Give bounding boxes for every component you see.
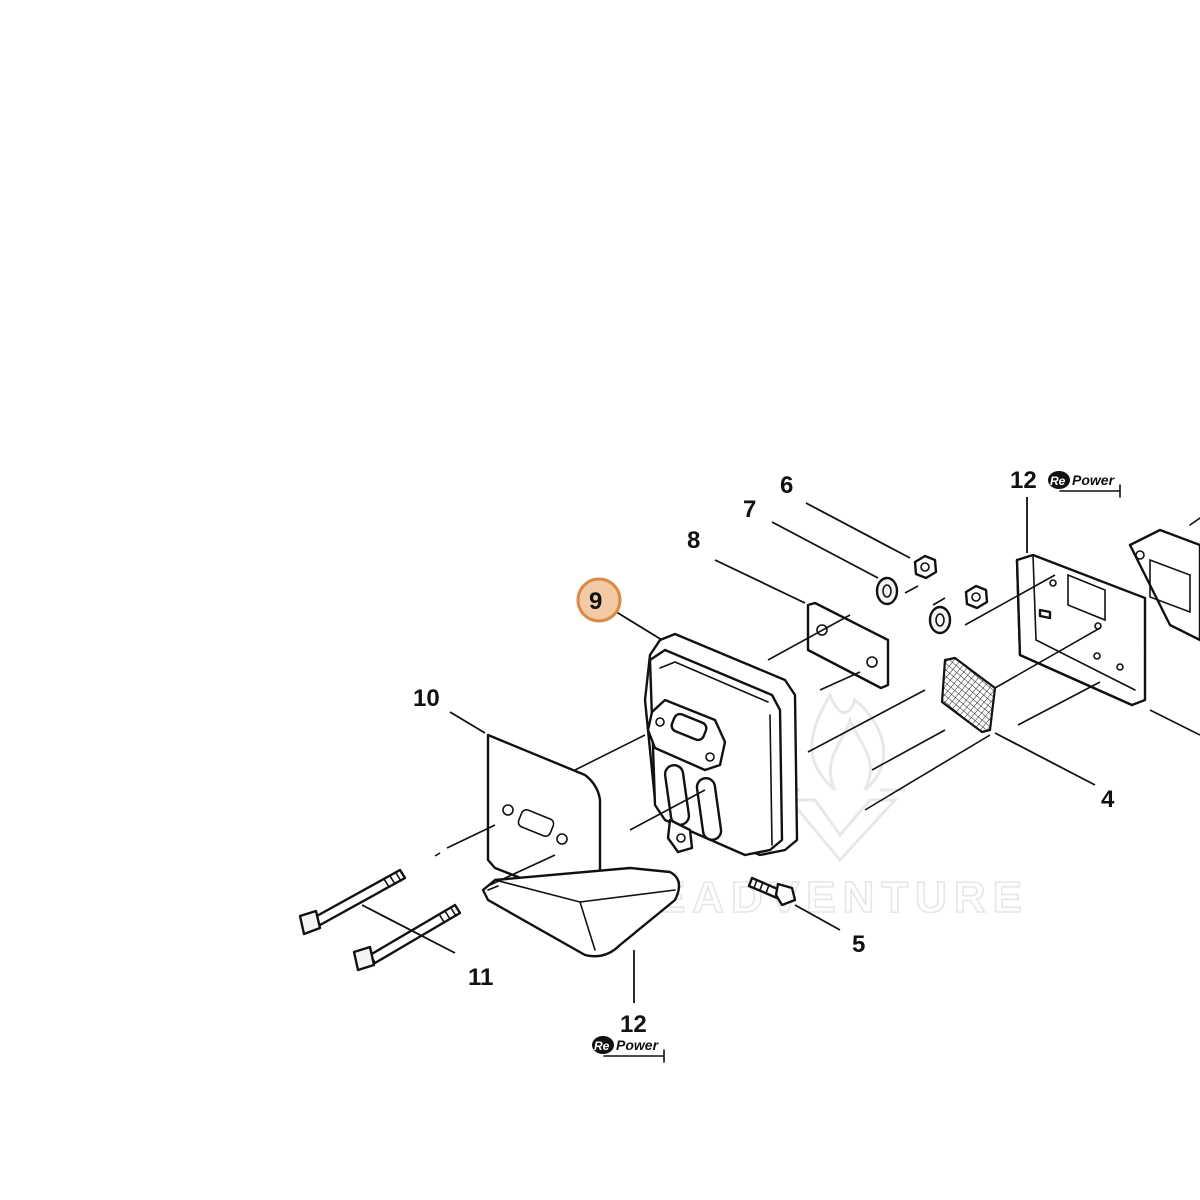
muffler[interactable] [643,632,799,857]
highlight-circle [576,577,622,623]
muffler-screw[interactable] [747,876,797,907]
heat-shield-plate[interactable] [481,866,681,958]
hex-nut-upper[interactable] [913,554,938,580]
spring-washer-upper[interactable] [875,576,899,606]
callout-6[interactable]: 6 [780,472,793,499]
hex-nut-lower[interactable] [964,584,989,610]
repower-suffix: Power [1072,472,1116,488]
repower-suffix: Power [616,1037,660,1053]
callout-12-bottom[interactable]: 12 [620,1011,647,1038]
repower-badge-top: Re Power [1048,471,1121,498]
repower-badge-bottom: Re Power [592,1036,665,1063]
bolt-lower[interactable] [352,903,462,972]
repower-prefix: Re [1050,474,1066,488]
callout-10[interactable]: 10 [413,685,440,712]
watermark-flame-logo [780,691,905,863]
heat-shield-bracket[interactable] [1015,553,1147,707]
watermark-text: LEADVENTURE [622,873,1029,922]
spark-arrestor-screen[interactable] [940,656,997,734]
callout-12-top[interactable]: 12 [1010,467,1037,494]
callout-8[interactable]: 8 [687,527,700,554]
callout-9[interactable]: 9 [589,588,602,615]
callout-5[interactable]: 5 [852,931,865,958]
assembly-guide-lines [434,574,1200,886]
repower-prefix: Re [594,1039,610,1053]
bolt-upper[interactable] [298,868,407,936]
callout-11[interactable]: 11 [468,964,493,991]
muffler-plate[interactable] [806,601,890,690]
watermark: LEADVENTURE [621,691,1029,923]
spring-washer-lower[interactable] [928,605,952,635]
callout-7[interactable]: 7 [743,496,756,523]
callout-4[interactable]: 4 [1101,786,1115,813]
cylinder-flange [1128,517,1200,642]
